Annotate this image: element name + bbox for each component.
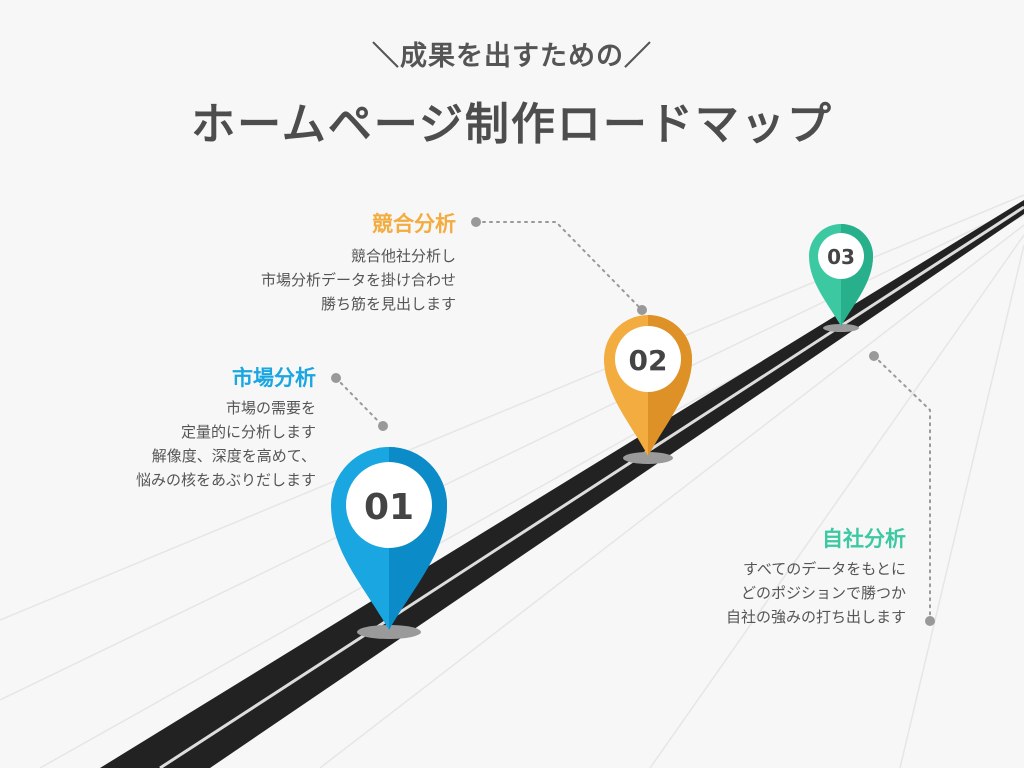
step-01-line: 解像度、深度を高めて、	[151, 447, 316, 465]
connector-dots	[331, 217, 935, 626]
location-pin-icon-02: 02	[604, 315, 692, 456]
step-01-line: 市場の需要を	[225, 399, 316, 417]
step-02-line: 勝ち筋を見出します	[320, 295, 456, 313]
pin-shadow-02	[623, 452, 673, 464]
page-title: ホームページ制作ロードマップ	[191, 99, 833, 150]
step-heading-01: 市場分析	[232, 366, 316, 390]
step-description-01: 市場の需要を 定量的に分析します 解像度、深度を高めて、 悩みの核をあぶりだしま…	[60, 396, 316, 492]
step-02-line: 市場分析データを掛け合わせ	[260, 271, 456, 289]
step-01-line: 定量的に分析します	[180, 423, 316, 441]
step-03-line: 自社の強みの打ち出します	[725, 608, 906, 626]
step-number-02: 02	[629, 344, 668, 377]
pin-shadow-01	[357, 625, 421, 639]
step-number-03: 03	[827, 245, 855, 269]
pin-shadow-03	[823, 324, 859, 332]
step-03-line: すべてのデータをもとに	[742, 560, 906, 578]
step-03-line: どのポジションで勝つか	[740, 584, 906, 602]
step-description-02: 競合他社分析し 市場分析データを掛け合わせ 勝ち筋を見出します	[196, 244, 456, 316]
page-subtitle: ＼成果を出すための／	[372, 41, 652, 72]
step-heading-03: 自社分析	[822, 527, 906, 551]
step-number-01: 01	[364, 487, 414, 528]
road-center-line	[159, 205, 1024, 768]
step-02-line: 競合他社分析し	[350, 247, 456, 265]
connector-lines	[335, 221, 931, 621]
step-01-line: 悩みの核をあぶりだします	[135, 471, 316, 489]
location-pin-icon-01: 01	[331, 447, 447, 630]
step-heading-02: 競合分析	[372, 212, 456, 236]
road	[100, 200, 1024, 768]
step-description-03: すべてのデータをもとに どのポジションで勝つか 自社の強みの打ち出します	[656, 557, 906, 629]
